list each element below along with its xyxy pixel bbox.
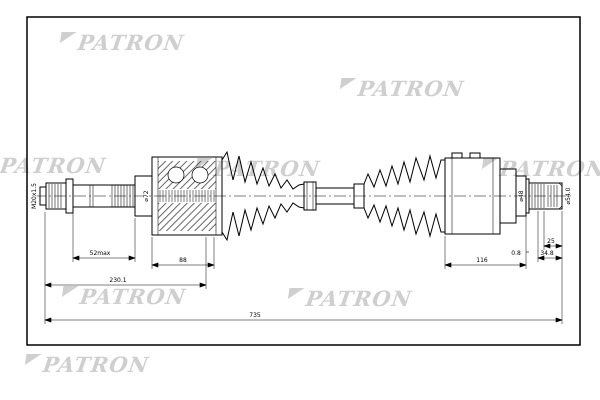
- outer-cv-joint-housing: [444, 152, 530, 235]
- dim-label-230-1: 230.1: [109, 277, 126, 284]
- bearing-ball: [167, 166, 185, 184]
- dim-label-52max: 52max: [90, 250, 111, 257]
- dim-label-88: 88: [179, 257, 187, 264]
- dim-label-25: 25: [547, 238, 555, 245]
- right-boot-bellows: [353, 154, 445, 238]
- dim-label-735: 735: [249, 312, 261, 319]
- bearing-ball: [191, 166, 209, 184]
- drawing-frame: [26, 16, 581, 346]
- left-boot-bellows: [221, 150, 317, 242]
- dim-label-diameter-54: ⌀54.0: [565, 187, 572, 204]
- left-threaded-stub: [39, 178, 74, 214]
- dim-label-116: 116: [476, 257, 488, 264]
- right-threaded-stub: [528, 182, 563, 210]
- inner-cv-joint-housing: [151, 156, 223, 236]
- dimension-lines: [44, 243, 563, 323]
- dim-label-thread-m20x1-5: M20x1.5: [31, 183, 38, 209]
- boot-clamp: [353, 183, 365, 209]
- dim-label-34-8: 34.8: [540, 250, 554, 257]
- dim-label-diameter-48: ⌀48: [518, 190, 525, 201]
- extension-lines: [44, 209, 563, 324]
- dim-label-0-8: 0.8: [511, 250, 521, 257]
- dim-label-diameter-72: ⌀72: [143, 190, 150, 201]
